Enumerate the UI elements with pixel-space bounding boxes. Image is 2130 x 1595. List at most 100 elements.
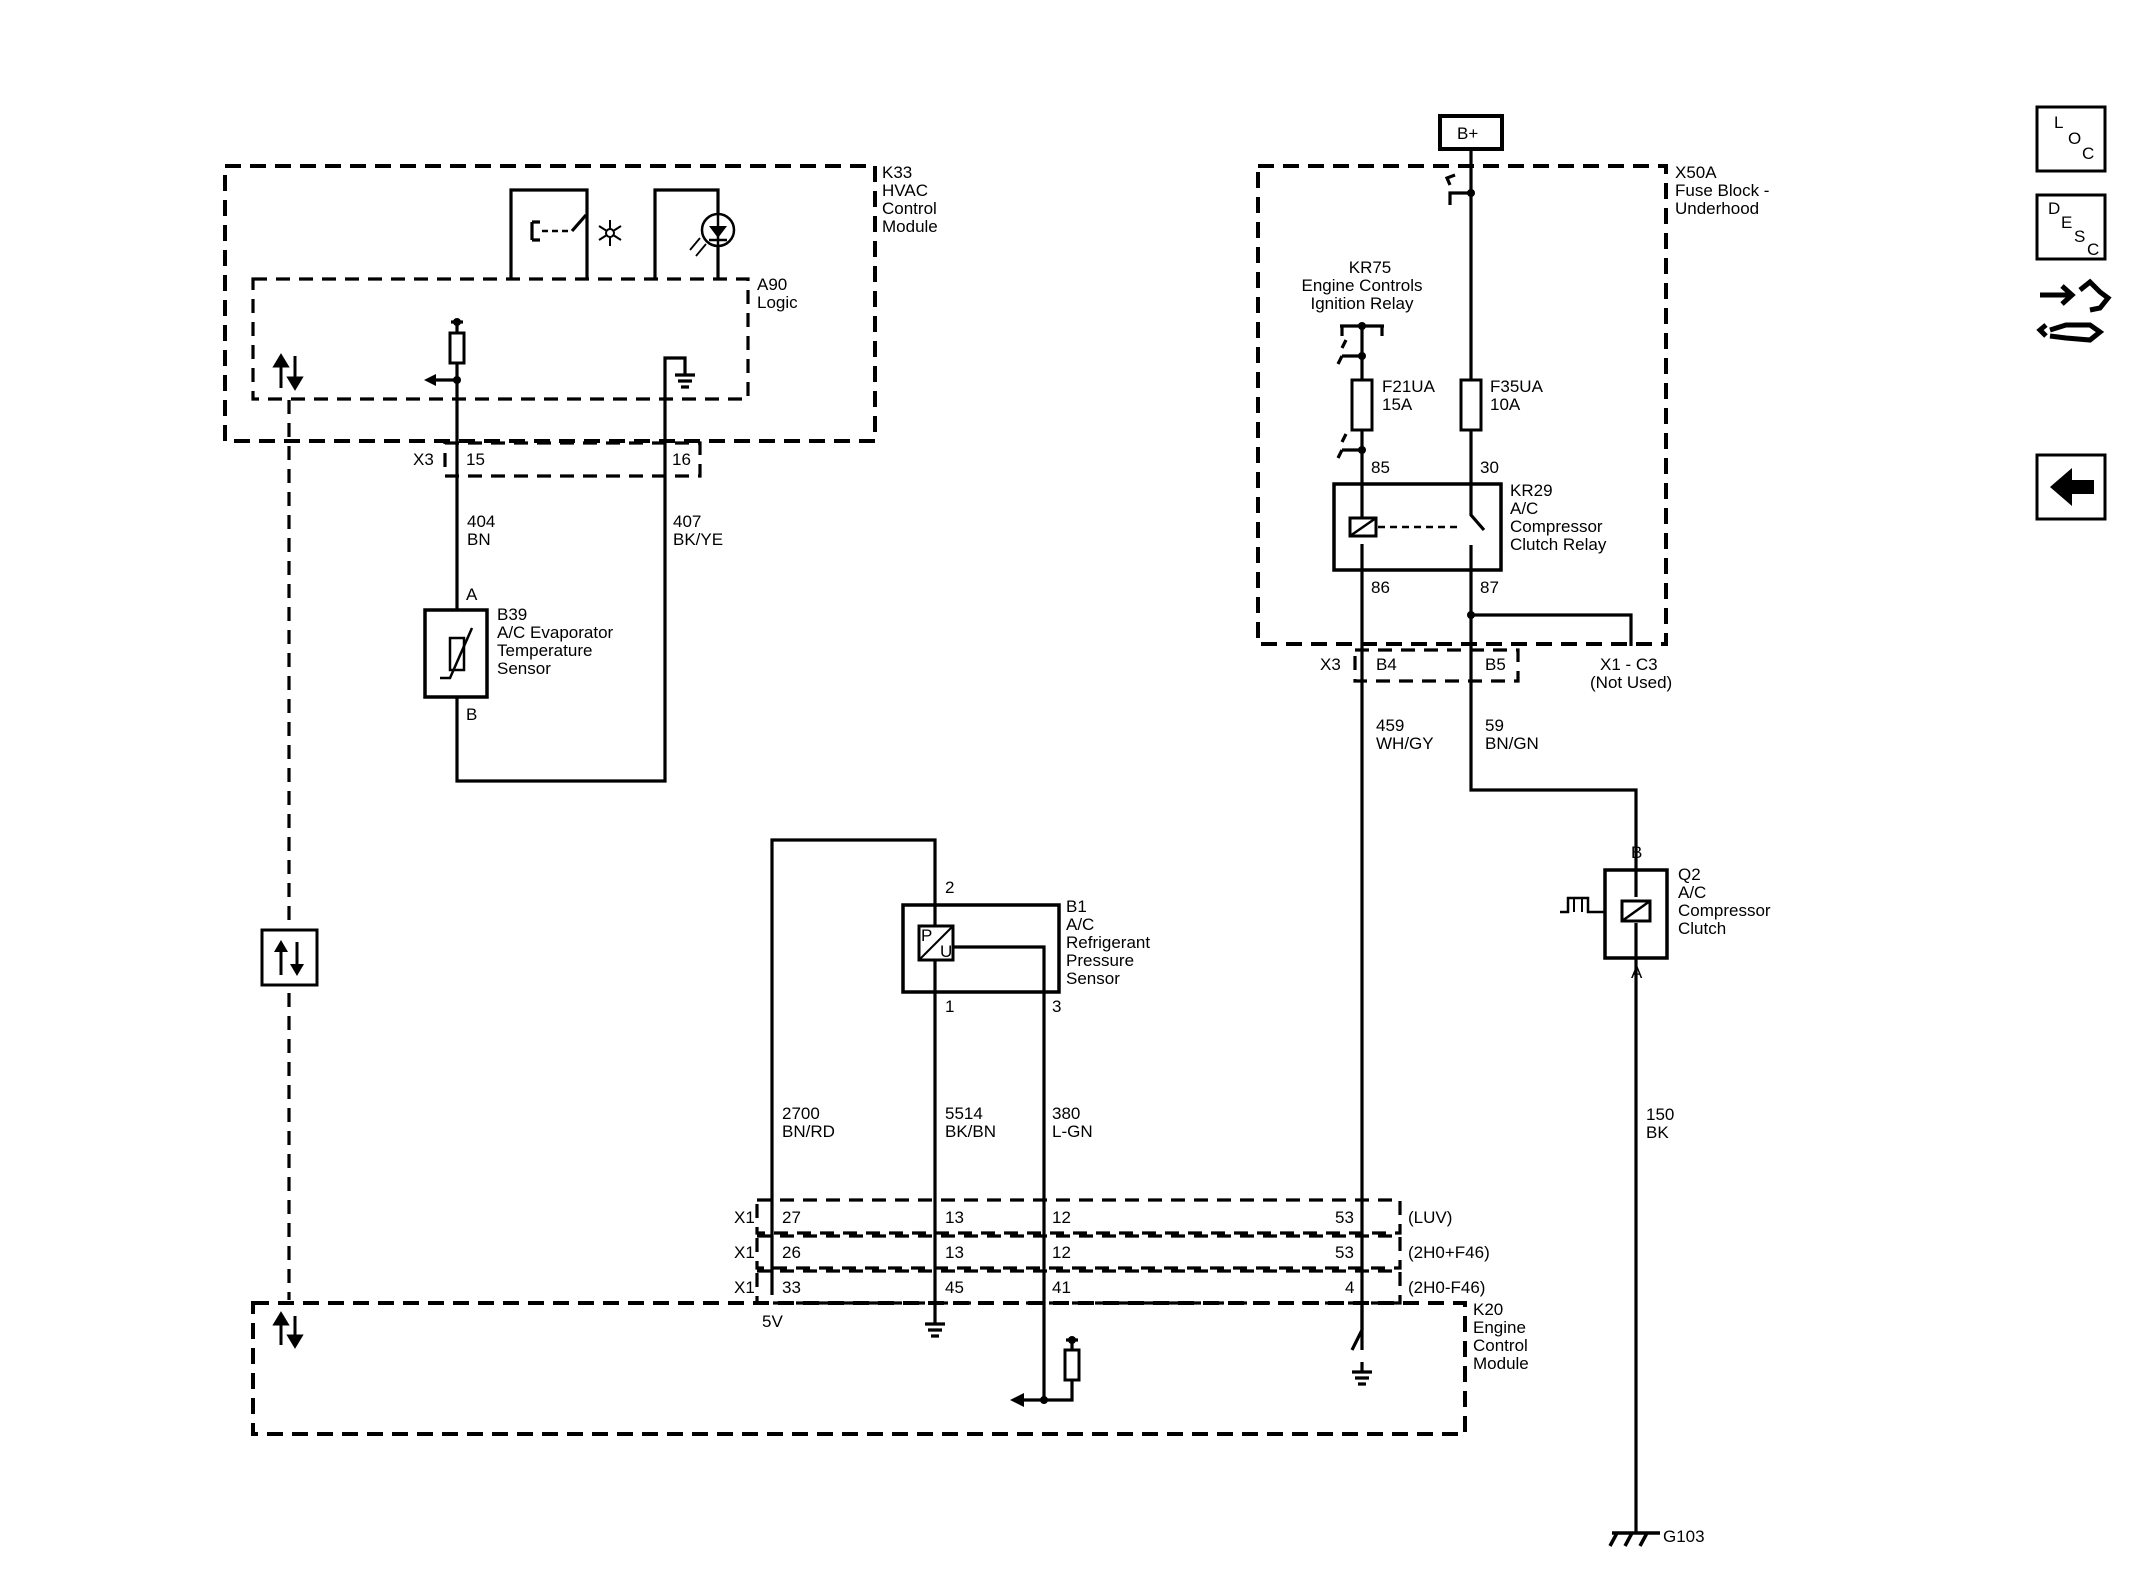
back-button[interactable]: [2035, 453, 2107, 521]
w380-color: L-GN: [1052, 1122, 1093, 1141]
kr29-line-3: Clutch Relay: [1510, 535, 1607, 554]
x1-row-3-pin-4: 4: [1345, 1278, 1354, 1297]
desc-letter-e: E: [2061, 213, 2072, 232]
x1-row-2-pin-4: 53: [1335, 1243, 1354, 1262]
x1-row-1-pin-2: 13: [945, 1208, 964, 1227]
loc-button[interactable]: L O C: [2035, 105, 2107, 173]
q2-line-1: A/C: [1678, 883, 1706, 902]
k20-id: K20: [1473, 1300, 1503, 1319]
power-label: B+: [1457, 124, 1478, 143]
x50a-line-2: Underhood: [1675, 199, 1759, 218]
kr29-line-1: A/C: [1510, 499, 1538, 518]
b39-line-3: Sensor: [497, 659, 551, 678]
w407-color: BK/YE: [673, 530, 723, 549]
kr29-pin-85: 85: [1371, 458, 1390, 477]
x1-row-2-pin-1: 26: [782, 1243, 801, 1262]
a90-id: A90: [757, 275, 787, 294]
k20-line-1: Engine: [1473, 1318, 1526, 1337]
k33-id: K33: [882, 163, 912, 182]
w407-circuit: 407: [673, 512, 701, 531]
x1-row-1-connector: X1: [734, 1208, 755, 1227]
b39-pin-b: B: [466, 705, 477, 724]
f35ua-rating: 10A: [1490, 395, 1521, 414]
x50a-line-1: Fuse Block -: [1675, 181, 1769, 200]
data-comm-icon-k20: [272, 1311, 304, 1349]
kr29-line-2: Compressor: [1510, 517, 1603, 536]
arrow-left-icon: [2050, 468, 2094, 506]
x3-top-pin-15: 15: [466, 450, 485, 469]
x1-row-1-pin-4: 53: [1335, 1208, 1354, 1227]
f21ua-rating: 15A: [1382, 395, 1413, 414]
x1-row-1-pin-3: 12: [1052, 1208, 1071, 1227]
a90-logic-box: [251, 277, 750, 401]
x1-row-3-variant: (2H0-F46): [1408, 1278, 1485, 1297]
w150-circuit: 150: [1646, 1105, 1674, 1124]
k33-line-2: Control: [882, 199, 937, 218]
x3-fuse-pin-b5: B5: [1485, 655, 1506, 674]
loc-letter-l: L: [2054, 113, 2063, 132]
b1-line-1: A/C: [1066, 915, 1094, 934]
q2-pin-b: B: [1631, 843, 1642, 862]
x1-row-3-connector: X1: [734, 1278, 755, 1297]
k20-5v-label: 5V: [762, 1312, 783, 1331]
led-indicator-icon: [689, 212, 736, 257]
loc-letter-c: C: [2082, 144, 2094, 163]
k33-line-1: HVAC: [882, 181, 928, 200]
loc-letter-o: O: [2068, 129, 2081, 148]
data-comm-box: [260, 928, 319, 987]
snowflake-icon: [598, 220, 622, 246]
w459-color: WH/GY: [1376, 734, 1434, 753]
q2-line-3: Clutch: [1678, 919, 1726, 938]
kr29-pin-87: 87: [1480, 578, 1499, 597]
x50a-fuse-block: [1256, 164, 1668, 646]
k20-line-3: Module: [1473, 1354, 1529, 1373]
f35ua-id: F35UA: [1490, 377, 1544, 396]
b39-sensor: [423, 608, 489, 699]
w59-color: BN/GN: [1485, 734, 1539, 753]
w5514-circuit: 5514: [945, 1104, 983, 1123]
q2-line-2: Compressor: [1678, 901, 1771, 920]
b1-line-4: Sensor: [1066, 969, 1120, 988]
w404-circuit: 404: [467, 512, 495, 531]
x1-row-2-pin-2: 13: [945, 1243, 964, 1262]
desc-button[interactable]: D E S C: [2035, 193, 2107, 261]
x1-row-2-connector: X1: [734, 1243, 755, 1262]
kr29-pin-86: 86: [1371, 578, 1390, 597]
k33-line-3: Module: [882, 217, 938, 236]
k20-module-box: [251, 1301, 1467, 1436]
k20-line-2: Control: [1473, 1336, 1528, 1355]
w459-circuit: 459: [1376, 716, 1404, 735]
not-used-label: (Not Used): [1590, 673, 1672, 692]
w59-circuit: 59: [1485, 716, 1504, 735]
kr29-id: KR29: [1510, 481, 1553, 500]
b1-pin-2: 2: [945, 878, 954, 897]
x50a-id: X50A: [1675, 163, 1717, 182]
b39-id: B39: [497, 605, 527, 624]
x3-fuse-pin-b4: B4: [1376, 655, 1397, 674]
x1-row-3-pin-1: 33: [782, 1278, 801, 1297]
k33-module-box: [223, 164, 877, 443]
kr29-pin-30: 30: [1480, 458, 1499, 477]
f35ua-fuse: [1459, 378, 1483, 432]
x1-row-2-variant: (2H0+F46): [1408, 1243, 1490, 1262]
x3-top-connector: [443, 441, 702, 478]
w404-color: BN: [467, 530, 491, 549]
x1-row-1: [755, 1198, 1402, 1235]
kr75-id: KR75: [1349, 258, 1392, 277]
x3-fuse-connector: [1353, 648, 1520, 683]
ground-label: G103: [1663, 1527, 1705, 1546]
x1-row-2-pin-3: 12: [1052, 1243, 1071, 1262]
f21ua-fuse: [1350, 378, 1374, 432]
w5514-color: BK/BN: [945, 1122, 996, 1141]
data-comm-icon-k33: [272, 353, 304, 391]
battery-positive: B+: [1438, 114, 1504, 151]
x1-row-1-pin-1: 27: [782, 1208, 801, 1227]
kr75-line-1: Engine Controls: [1302, 276, 1423, 295]
b1-u-label: U: [940, 942, 952, 961]
desc-letter-c: C: [2087, 240, 2099, 259]
b1-pin-1: 1: [945, 997, 954, 1016]
connector-info-icon[interactable]: [2036, 278, 2112, 343]
q2-id: Q2: [1678, 865, 1701, 884]
b1-id: B1: [1066, 897, 1087, 916]
